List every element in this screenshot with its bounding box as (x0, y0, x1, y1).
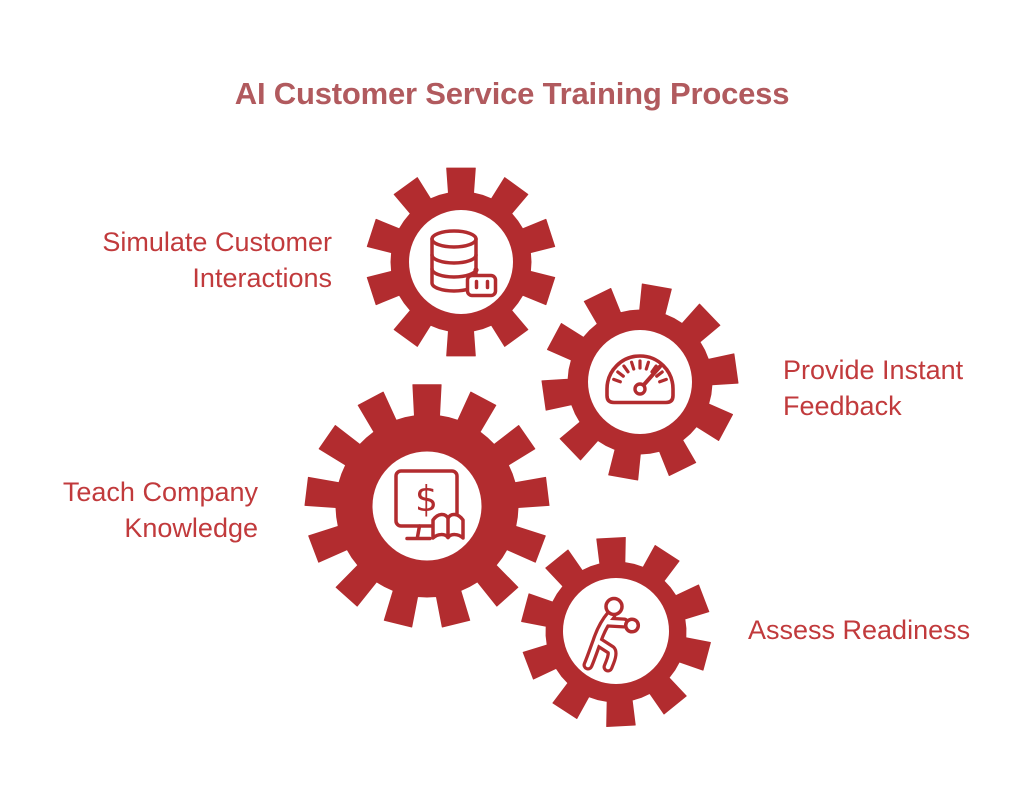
step-label-provide-instant-feedback: Provide Instant Feedback (783, 355, 964, 421)
database-robot-icon (430, 229, 498, 298)
gear-hub (588, 330, 692, 434)
person-fist (623, 617, 641, 634)
gauge-tick (644, 360, 651, 371)
robot-head (465, 273, 498, 298)
dollar-sign: $ (415, 479, 438, 520)
exercising-person-icon (582, 596, 641, 673)
gauge-tick (622, 364, 630, 374)
gear-simulate-customer-interactions (366, 167, 556, 357)
gauge-tick (629, 360, 636, 371)
person-head (604, 596, 624, 617)
gauge-tick (616, 370, 625, 378)
gear-teach-company-knowledge: $ (304, 384, 550, 628)
person-body-inner (585, 612, 627, 670)
gear-hub (563, 578, 669, 684)
gauge-ticks (612, 359, 668, 384)
robot-antenna (473, 267, 479, 273)
monitor-screen (394, 469, 459, 528)
monitor-dollar-book-icon: $ (394, 469, 465, 541)
database-top (430, 229, 478, 249)
gauge-tick (650, 364, 658, 374)
gauge-housing (605, 354, 675, 405)
database-rings (430, 253, 478, 279)
step-label-simulate-customer-interactions: Simulate Customer Interactions (102, 227, 332, 293)
step-label-teach-company-knowledge: Teach Company Knowledge (62, 477, 258, 543)
monitor-stand (405, 524, 432, 541)
gauge-tick (658, 377, 668, 384)
gear-provide-instant-feedback (541, 283, 739, 481)
robot-eyes (474, 279, 490, 290)
gear-assess-readiness (521, 537, 711, 727)
page-title: AI Customer Service Training Process (234, 76, 790, 111)
speedometer-icon (605, 354, 675, 405)
gauge-tick (612, 377, 622, 384)
step-label-assess-readiness: Assess Readiness (748, 615, 971, 645)
gauge-tick (655, 370, 664, 378)
gauge-pivot (633, 382, 647, 396)
